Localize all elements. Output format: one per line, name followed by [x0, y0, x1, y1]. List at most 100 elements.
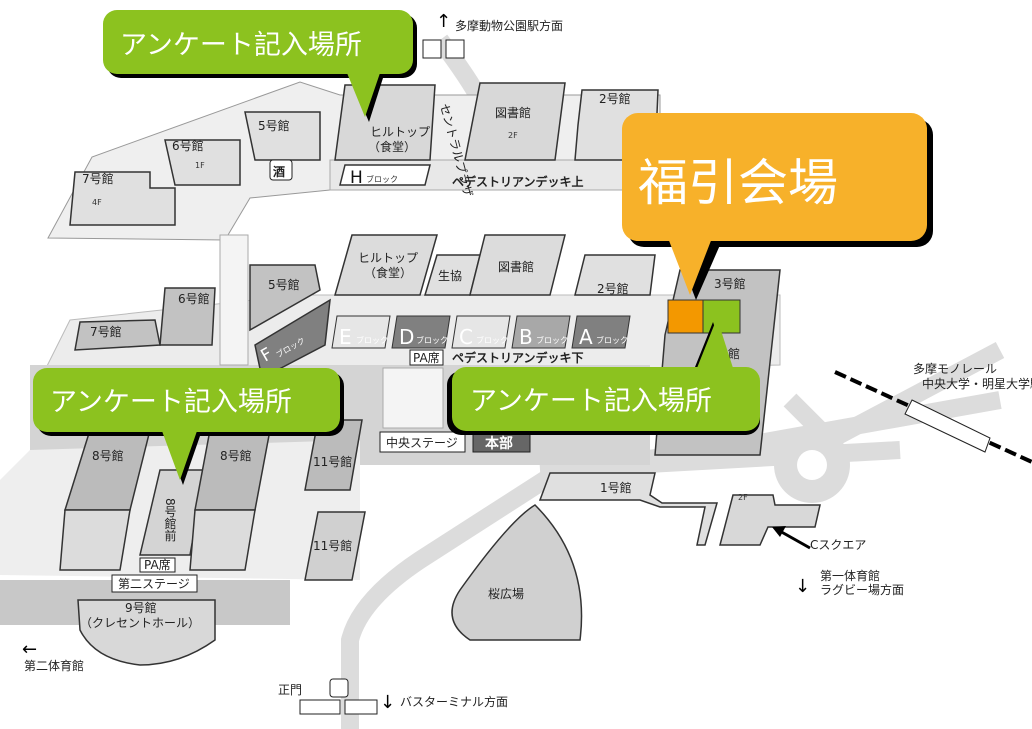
block-a	[571, 315, 631, 349]
library-upper	[464, 82, 566, 161]
callout-survey-top-text: アンケート記入場所	[120, 30, 362, 61]
label-gym1: 第一体育館	[820, 568, 880, 583]
label-hilltop-upper-sub: （食堂）	[368, 139, 416, 154]
c-square	[719, 494, 821, 546]
callout-survey-top: アンケート記入場所	[103, 10, 417, 122]
c-square-arrowhead	[772, 526, 786, 537]
label-pa-seat-south: PA席	[144, 557, 171, 572]
label-bldg2-lower: 2号館	[597, 281, 629, 296]
label-bldg6-lower: 6号館	[178, 291, 210, 306]
bldg6-lower	[159, 287, 216, 346]
block-letter: E	[339, 325, 352, 349]
label-station: 中央大学・明星大学駅	[922, 376, 1032, 391]
callout-survey-right-text: アンケート記入場所	[470, 386, 712, 417]
library-lower	[469, 234, 566, 296]
h-block	[339, 164, 431, 186]
bldg8-front	[139, 469, 206, 556]
label-hilltop-lower: ヒルトップ	[358, 251, 418, 265]
label-4f: 4F	[92, 198, 102, 207]
block-suffix: ブロック	[596, 335, 628, 345]
label-hilltop-lower-sub: （食堂）	[364, 265, 412, 280]
bldg6-upper	[164, 139, 241, 186]
bldg1	[538, 472, 718, 546]
label-rugby: ラグビー場方面	[820, 582, 904, 597]
label-bldg5-upper: 5号館	[258, 118, 290, 133]
block-e	[331, 315, 391, 349]
c-square-arrow	[777, 528, 811, 550]
label-second-stage: 第二ステージ	[118, 577, 190, 591]
pa-seat-box	[409, 349, 444, 366]
label-bldg3: 3号館	[714, 276, 746, 291]
bldg11-b	[304, 511, 366, 581]
block-letter: B	[519, 325, 533, 349]
block-suffix: ブロック	[536, 335, 568, 345]
pa-seat-south-box	[139, 557, 176, 573]
label-hilltop-upper: ヒルトップ	[370, 125, 430, 139]
arrow-down-bus-icon: ↓	[380, 692, 395, 713]
bldg2-lower	[574, 254, 656, 296]
stairs-west	[219, 234, 249, 366]
label-bldg9-sub: （クレセントホール）	[80, 616, 200, 630]
block-suffix: ブロック	[476, 335, 508, 345]
label-c-square: Cスクエア	[810, 538, 866, 552]
label-bldg8-right: 8号館	[220, 448, 252, 463]
lottery-spot	[667, 299, 707, 334]
stairs	[382, 367, 444, 429]
block-letter: D	[399, 325, 414, 349]
label-bldg3-partial: 館	[728, 346, 740, 361]
label-liquor: 酒	[273, 165, 285, 179]
callout-survey-left: アンケート記入場所	[33, 368, 344, 485]
label-library-2f: 2F	[508, 131, 518, 140]
central-stage-box	[379, 431, 466, 453]
roundabout-center	[797, 450, 827, 480]
bldg7-upper	[69, 171, 176, 226]
sakura-plaza	[451, 504, 583, 641]
block-c	[451, 315, 511, 349]
label-bldg9: 9号館	[125, 600, 157, 615]
callout-lottery: 福引会場	[622, 113, 933, 300]
lottery-spot-green	[702, 299, 741, 334]
block-d	[391, 315, 451, 349]
north-gate-left	[422, 39, 442, 59]
bldg5-lower	[249, 264, 321, 332]
callout-survey-left-text: アンケート記入場所	[50, 387, 292, 418]
block-letter: A	[579, 325, 593, 349]
gate-right	[344, 699, 378, 715]
label-library-lower: 図書館	[498, 259, 534, 274]
label-north: 多摩動物公園駅方面	[455, 18, 563, 33]
hilltop-lower	[334, 234, 438, 296]
liquor-sign	[269, 159, 293, 181]
bldg8-left-lower	[59, 509, 131, 571]
f-block	[254, 298, 331, 380]
callout-lottery-text: 福引会場	[638, 154, 838, 212]
label-bldg2-upper: 2号館	[599, 91, 631, 106]
north-gate-right	[445, 39, 465, 59]
label-monorail: 多摩モノレール	[913, 361, 997, 376]
label-h-block-suffix: ブロック	[366, 174, 398, 184]
arrow-down-icon: ↓	[795, 576, 810, 597]
label-deck-lower: ペデストリアンデッキ下	[452, 350, 584, 365]
bldg5-upper	[244, 111, 321, 161]
label-bldg7-upper: 7号館	[82, 171, 114, 186]
label-library-upper: 図書館	[495, 105, 531, 120]
label-pa-seat: PA席	[413, 350, 440, 365]
label-gym2: 第二体育館	[24, 658, 84, 673]
label-bldg1: 1号館	[600, 480, 632, 495]
label-bldg11-a: 11号館	[313, 454, 352, 469]
block-suffix: ブロック	[416, 335, 448, 345]
label-coop: 生協	[438, 268, 462, 283]
label-main-gate: 正門	[278, 683, 302, 697]
bldg9	[77, 599, 216, 666]
label-bldg8-left: 8号館	[92, 448, 124, 463]
label-bldg6-upper: 6号館	[172, 138, 204, 153]
monorail-station	[904, 399, 991, 453]
label-bldg5-lower: 5号館	[268, 277, 300, 292]
block-letter: C	[459, 325, 473, 349]
label-h-block: H	[350, 168, 363, 188]
label-bus: バスターミナル方面	[400, 694, 508, 709]
label-bldg11-b: 11号館	[313, 538, 352, 553]
block-b	[511, 315, 571, 349]
label-hq: 本部	[485, 435, 513, 452]
